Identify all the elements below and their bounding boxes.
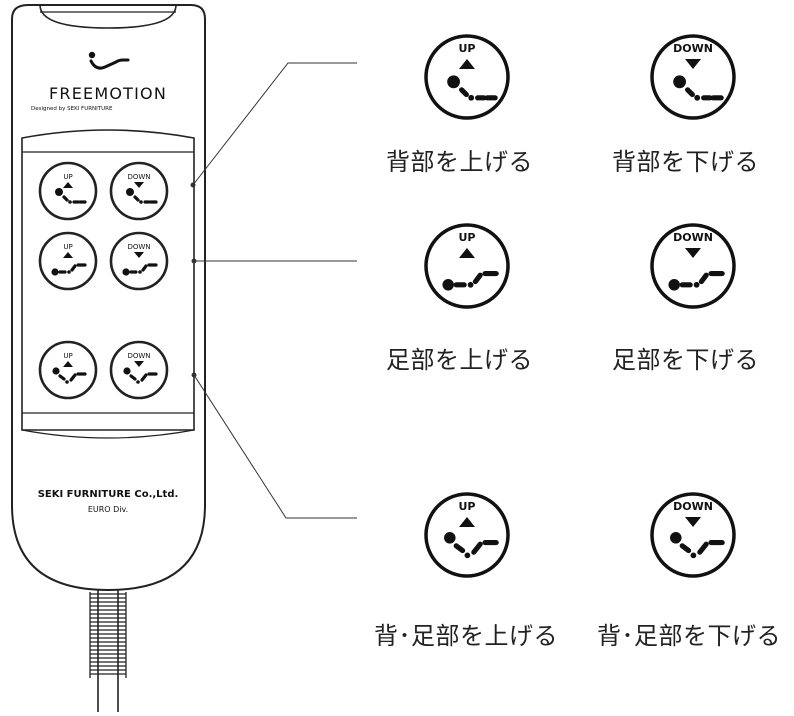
svg-text:UP: UP [63,243,72,251]
maker-division: EURO Div. [88,505,128,514]
remote-button-foot-down[interactable]: DOWN [109,231,169,291]
caption-foot-up: 足部を上げる [386,346,533,374]
maker-name: SEKI FURNITURE Co.,Ltd. [38,489,179,500]
large-button-back-up: UP [424,34,510,120]
caption-both-down: 背･足部を下げる [597,622,781,650]
large-button-both-down: DOWN [650,492,736,578]
svg-text:UP: UP [459,231,476,244]
leader-line-both [191,372,357,519]
svg-text:UP: UP [63,173,72,181]
svg-text:UP: UP [459,500,476,513]
remote-button-both-down[interactable]: DOWN [109,340,169,400]
caption-back-up: 背部を上げる [386,148,533,176]
brand-logo-icon [88,51,130,70]
leader-lines [190,62,357,519]
caption-back-down: 背部を下げる [612,148,759,176]
leader-line-foot [191,258,357,264]
svg-text:DOWN: DOWN [673,231,713,244]
svg-text:DOWN: DOWN [127,352,150,360]
remote-button-back-up[interactable]: UP [38,161,98,221]
svg-text:DOWN: DOWN [127,243,150,251]
svg-text:UP: UP [63,352,72,360]
large-button-foot-up: UP [424,223,510,309]
remote-top-notch [39,4,177,29]
large-button-foot-down: DOWN [650,223,736,309]
remote-button-back-down[interactable]: DOWN [109,161,169,221]
svg-text:DOWN: DOWN [127,173,150,181]
large-button-both-up: UP [424,492,510,578]
svg-text:DOWN: DOWN [673,42,713,55]
svg-text:UP: UP [459,42,476,55]
cable [89,588,127,712]
remote-control: FREEMOTION Designed by SEKI FURNITURE UP… [11,4,206,712]
large-button-back-down: DOWN [650,34,736,120]
caption-foot-down: 足部を下げる [612,346,759,374]
leader-line-back [190,62,357,188]
remote-button-foot-up[interactable]: UP [38,231,98,291]
remote-button-both-up[interactable]: UP [38,340,98,400]
caption-both-up: 背･足部を上げる [374,622,558,650]
brand-name: FREEMOTION [49,84,167,103]
svg-text:DOWN: DOWN [673,500,713,513]
brand-tagline: Designed by SEKI FURNITURE [31,106,113,112]
